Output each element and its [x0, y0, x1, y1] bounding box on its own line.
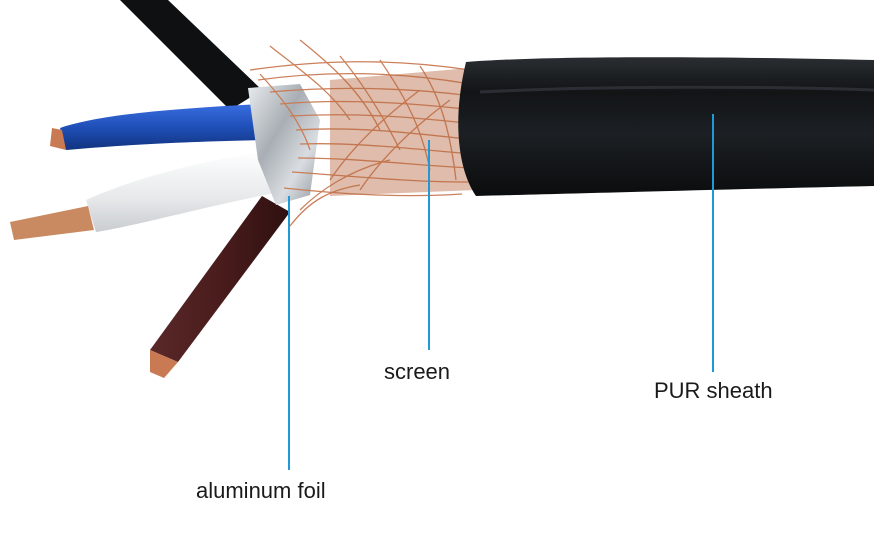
copper-screen-core — [330, 68, 476, 196]
pur-sheath-label: PUR sheath — [654, 378, 773, 403]
aluminum-foil-label: aluminum foil — [196, 478, 326, 503]
pur-sheath — [458, 57, 874, 196]
blue-wire — [50, 104, 268, 150]
white-wire — [10, 150, 290, 240]
screen-label: screen — [384, 359, 451, 384]
black-wire — [120, 0, 262, 110]
brown-wire — [150, 196, 290, 378]
copper-screen — [249, 39, 477, 227]
aluminum-foil — [248, 84, 320, 205]
